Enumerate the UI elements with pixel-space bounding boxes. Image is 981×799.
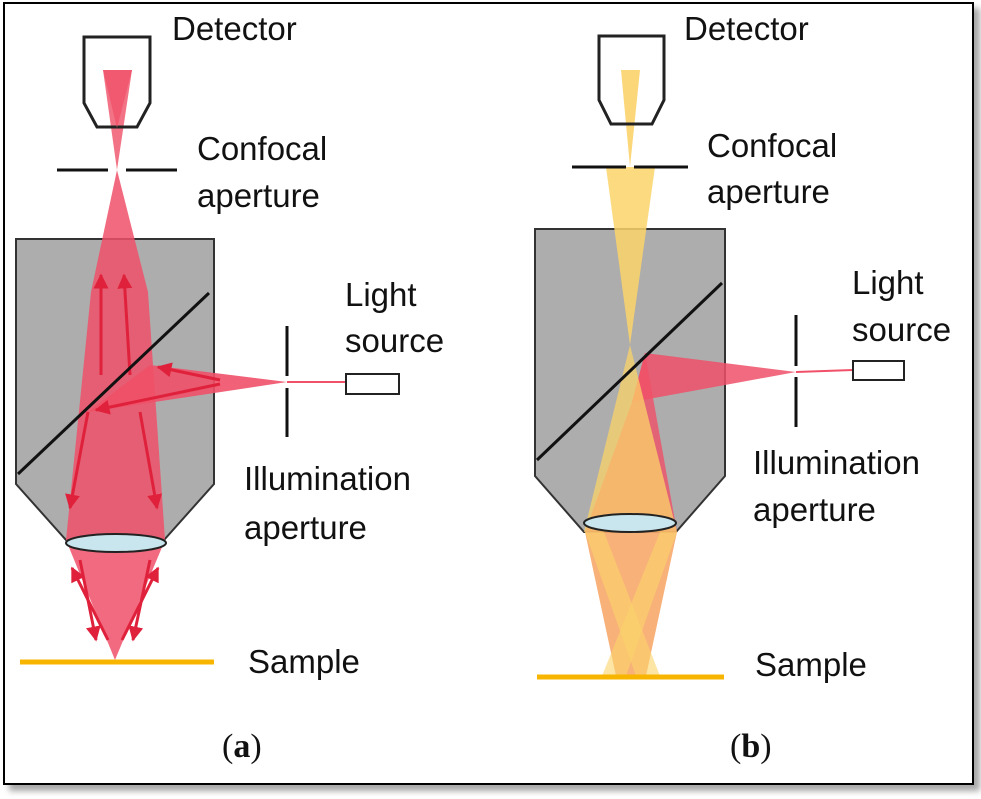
detector-label: Detector bbox=[172, 10, 297, 47]
beam-arrows bbox=[65, 273, 221, 642]
beam-splitter bbox=[16, 291, 211, 476]
sample-beam-yellow-left bbox=[585, 532, 660, 676]
detector bbox=[82, 35, 152, 129]
panel-a: Detector Confocal aperture Light source … bbox=[15, 10, 444, 765]
sample-label: Sample bbox=[755, 646, 867, 683]
sample-beam-yellow-right bbox=[602, 532, 677, 676]
detector bbox=[597, 34, 666, 126]
illumination-label-line2: aperture bbox=[753, 491, 876, 528]
confocal-label-line1: Confocal bbox=[707, 127, 837, 164]
light-source bbox=[345, 373, 400, 395]
light-source-label-line1: Light bbox=[345, 276, 417, 313]
confocal-label-line2: aperture bbox=[707, 173, 830, 210]
objective-lens bbox=[65, 533, 167, 553]
detection-beam-upper bbox=[606, 167, 655, 345]
detection-beam-lower bbox=[584, 345, 677, 532]
illumination-beam bbox=[632, 353, 796, 402]
caption-b: (b) bbox=[730, 728, 772, 765]
confocal-beam bbox=[91, 170, 148, 292]
sample-beam bbox=[66, 540, 165, 660]
confocal-label-line1: Confocal bbox=[197, 130, 327, 167]
beam-splitter bbox=[535, 281, 724, 462]
illumination-label-line2: aperture bbox=[244, 509, 367, 546]
detector-beam bbox=[621, 70, 640, 167]
illumination-label-line1: Illumination bbox=[753, 444, 920, 481]
objective-beam bbox=[66, 292, 165, 540]
illumination-label-line1: Illumination bbox=[244, 460, 411, 497]
light-source bbox=[852, 360, 905, 381]
confocal-label-line2: aperture bbox=[197, 177, 320, 214]
caption-a: (a) bbox=[222, 728, 262, 765]
objective-lens bbox=[583, 513, 677, 533]
light-source-label-line2: source bbox=[345, 322, 444, 359]
sample-label: Sample bbox=[248, 643, 360, 680]
light-source-label-line2: source bbox=[852, 311, 951, 348]
detector-label: Detector bbox=[684, 10, 809, 47]
light-source-label-line1: Light bbox=[852, 264, 924, 301]
panel-b: Detector Confocal aperture Light source … bbox=[534, 10, 951, 765]
